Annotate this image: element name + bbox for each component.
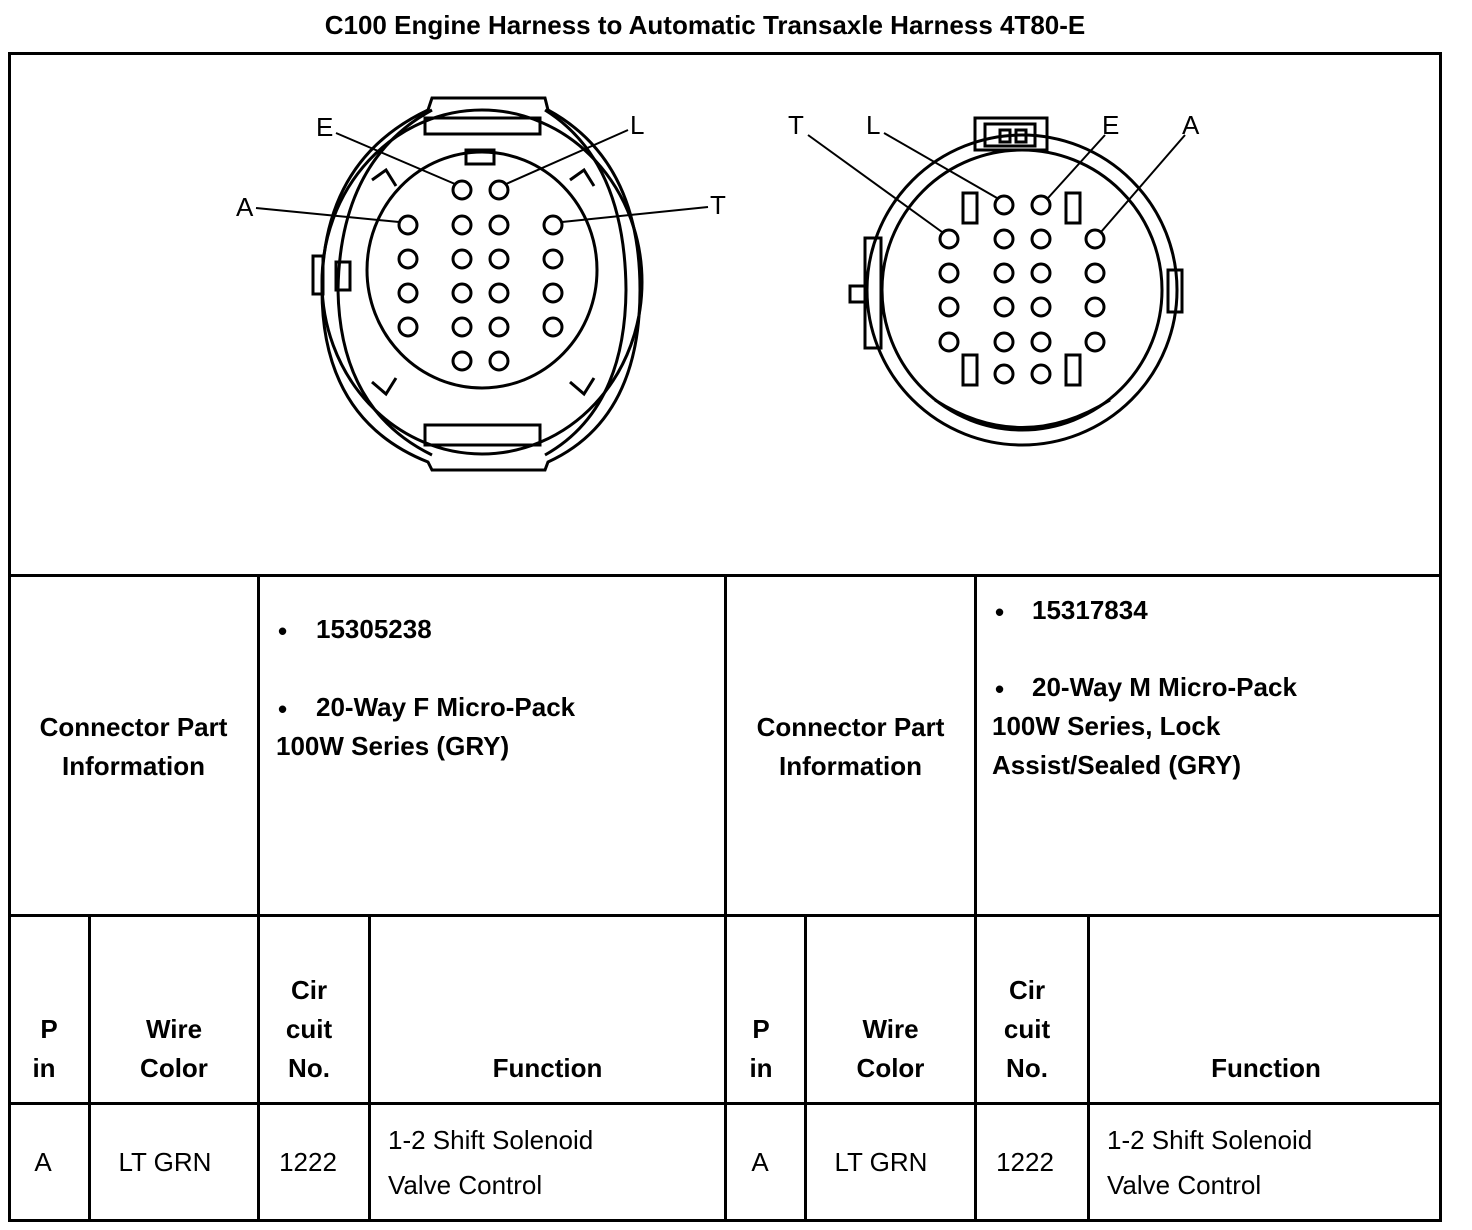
right-connector-pins <box>938 194 1106 385</box>
left-label-t: T <box>710 190 726 220</box>
bullet-icon: • <box>995 597 1005 627</box>
left-connector-pins <box>397 179 564 372</box>
right-label-a: A <box>1182 110 1200 140</box>
right-label-t: T <box>788 110 804 140</box>
col-divider <box>368 914 371 1222</box>
header-circuit-2: cuit <box>285 1014 333 1044</box>
right-label-l: L <box>866 110 881 140</box>
header-pin-2: in <box>749 1053 773 1083</box>
left-part-number: 15305238 <box>316 614 432 644</box>
col-divider <box>804 914 807 1222</box>
left-leader-lines <box>255 129 709 223</box>
row-pin: A <box>34 1147 52 1177</box>
left-label-l: L <box>630 110 645 140</box>
bullet-icon: • <box>278 616 288 646</box>
header-pin-1: P <box>752 1014 770 1044</box>
left-label-a: A <box>236 192 254 222</box>
col-divider <box>88 914 91 1222</box>
row-circuit: 1222 <box>996 1147 1054 1177</box>
header-wire-1: Wire <box>862 1014 919 1044</box>
row-wire-color: LT GRN <box>118 1147 212 1177</box>
header-pin-1: P <box>40 1014 58 1044</box>
right-description-2: 100W Series, Lock <box>992 711 1221 741</box>
right-info-label-wrap: Connector Part Information <box>727 708 974 786</box>
header-wire-2: Color <box>856 1053 925 1083</box>
left-description-2: 100W Series (GRY) <box>276 731 510 761</box>
right-label-e: E <box>1102 110 1120 140</box>
right-description-1: 20-Way M Micro-Pack <box>1032 672 1297 702</box>
header-circuit-1: Cir <box>290 975 328 1005</box>
bullet-icon: • <box>995 674 1005 704</box>
left-description-1: 20-Way F Micro-Pack <box>316 692 576 722</box>
col-divider <box>1087 914 1090 1222</box>
right-leader-lines <box>807 132 1186 233</box>
diagram-title: C100 Engine Harness to Automatic Transax… <box>324 10 1086 40</box>
header-wire-1: Wire <box>145 1014 203 1044</box>
connector-drawings <box>255 96 1186 472</box>
header-wire-2: Color <box>140 1053 208 1083</box>
left-info-label-1: Connector Part Information <box>10 708 257 786</box>
col-divider <box>724 574 727 1222</box>
row-function-2: Valve Control <box>388 1170 543 1200</box>
header-pin-2: in <box>32 1053 56 1083</box>
header-circuit-2: cuit <box>1003 1014 1051 1044</box>
header-circuit-3: No. <box>1006 1053 1048 1083</box>
header-function: Function <box>1211 1053 1321 1083</box>
row-function-2: Valve Control <box>1107 1170 1262 1200</box>
row-circuit: 1222 <box>279 1147 337 1177</box>
col-divider <box>974 574 977 1222</box>
header-function: Function <box>492 1053 603 1083</box>
row-pin: A <box>751 1147 769 1177</box>
left-connector-drawing <box>311 96 644 472</box>
right-part-number: 15317834 <box>1032 595 1148 625</box>
right-info-label: Connector Part Information <box>756 712 945 781</box>
header-circuit-1: Cir <box>1008 975 1046 1005</box>
right-description-3: Assist/Sealed (GRY) <box>992 750 1242 780</box>
left-info-label: Connector Part Information <box>39 712 228 781</box>
row-function-1: 1-2 Shift Solenoid <box>388 1125 594 1155</box>
row-wire-color: LT GRN <box>834 1147 928 1177</box>
row-function-1: 1-2 Shift Solenoid <box>1107 1125 1313 1155</box>
right-connector-drawing <box>848 116 1184 447</box>
left-label-e: E <box>316 112 334 142</box>
bullet-icon: • <box>278 694 288 724</box>
header-circuit-3: No. <box>288 1053 330 1083</box>
col-divider <box>257 574 260 1222</box>
